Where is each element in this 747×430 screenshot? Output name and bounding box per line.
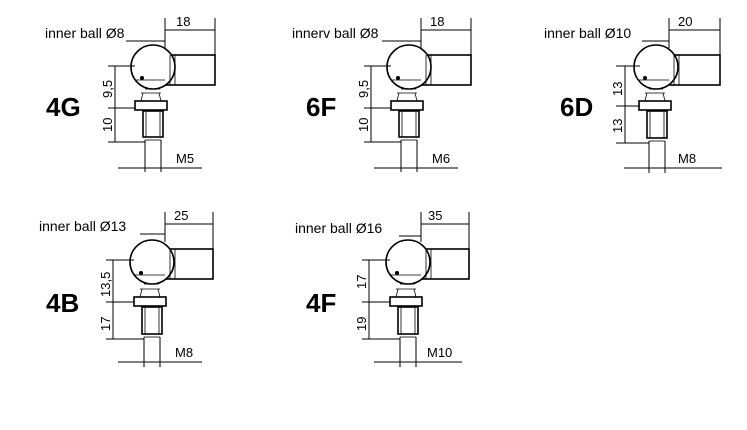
part-6d: 6D inner ball Ø10 20 — [544, 14, 722, 173]
upper-height: 13 — [610, 82, 625, 96]
width-value: 18 — [176, 14, 190, 29]
lower-height: 10 — [100, 118, 115, 132]
width-dimension: 20 — [642, 14, 721, 55]
part-6f: 6F innerv ball Ø8 18 — [292, 14, 472, 172]
ball-label: inner ball Ø13 — [39, 218, 126, 234]
thread-dimension: M6 — [374, 140, 458, 172]
height-dimensions: 9,5 10 — [100, 65, 145, 143]
height-dimensions: 9,5 10 — [356, 65, 401, 143]
thread-dimension: M8 — [624, 141, 722, 173]
upper-height: 17 — [354, 275, 369, 289]
ball-label: inner ball Ø10 — [544, 25, 631, 41]
part-code: 6F — [306, 92, 336, 122]
thread-size: M8 — [175, 345, 193, 360]
width-dimension: 18 — [382, 14, 472, 55]
lower-height: 19 — [354, 317, 369, 331]
upper-height: 9,5 — [100, 80, 115, 98]
height-dimensions: 17 19 — [354, 259, 400, 340]
ball-socket-drawing — [129, 239, 214, 338]
part-4g: 4G inner ball Ø8 18 — [45, 14, 216, 172]
width-value: 18 — [430, 14, 444, 29]
width-value: 35 — [428, 208, 442, 223]
thread-dimension: M10 — [374, 337, 462, 367]
thread-size: M6 — [432, 151, 450, 166]
upper-height: 9,5 — [356, 80, 371, 98]
height-dimensions: 13,5 17 — [98, 259, 144, 340]
thread-dimension: M5 — [118, 140, 202, 172]
width-dimension: 18 — [126, 14, 216, 55]
ball-socket-drawing — [130, 44, 216, 141]
thread-size: M8 — [678, 151, 696, 166]
width-dimension: 35 — [399, 208, 470, 249]
thread-size: M5 — [176, 151, 194, 166]
part-4f: 4F inner ball Ø16 35 — [295, 208, 470, 367]
thread-size: M10 — [427, 345, 452, 360]
ball-label: innerv ball Ø8 — [292, 25, 379, 41]
ball-socket-drawing — [633, 44, 721, 142]
ball-label: inner ball Ø8 — [45, 25, 125, 41]
part-code: 4F — [306, 288, 336, 318]
lower-height: 13 — [610, 119, 625, 133]
ball-socket-drawing — [385, 239, 470, 338]
thread-dimension: M8 — [118, 337, 202, 367]
part-code: 4B — [46, 288, 79, 318]
ball-socket-drawing — [386, 44, 472, 141]
ball-label: inner ball Ø16 — [295, 220, 382, 236]
lower-height: 17 — [98, 317, 113, 331]
width-value: 25 — [174, 208, 188, 223]
lower-height: 10 — [356, 118, 371, 132]
part-code: 4G — [46, 92, 81, 122]
height-dimensions: 13 13 — [610, 65, 649, 144]
part-code: 6D — [560, 92, 593, 122]
width-dimension: 25 — [140, 208, 214, 249]
upper-height: 13,5 — [98, 272, 113, 297]
part-4b: 4B inner ball Ø13 25 — [39, 208, 214, 367]
width-value: 20 — [678, 14, 692, 29]
